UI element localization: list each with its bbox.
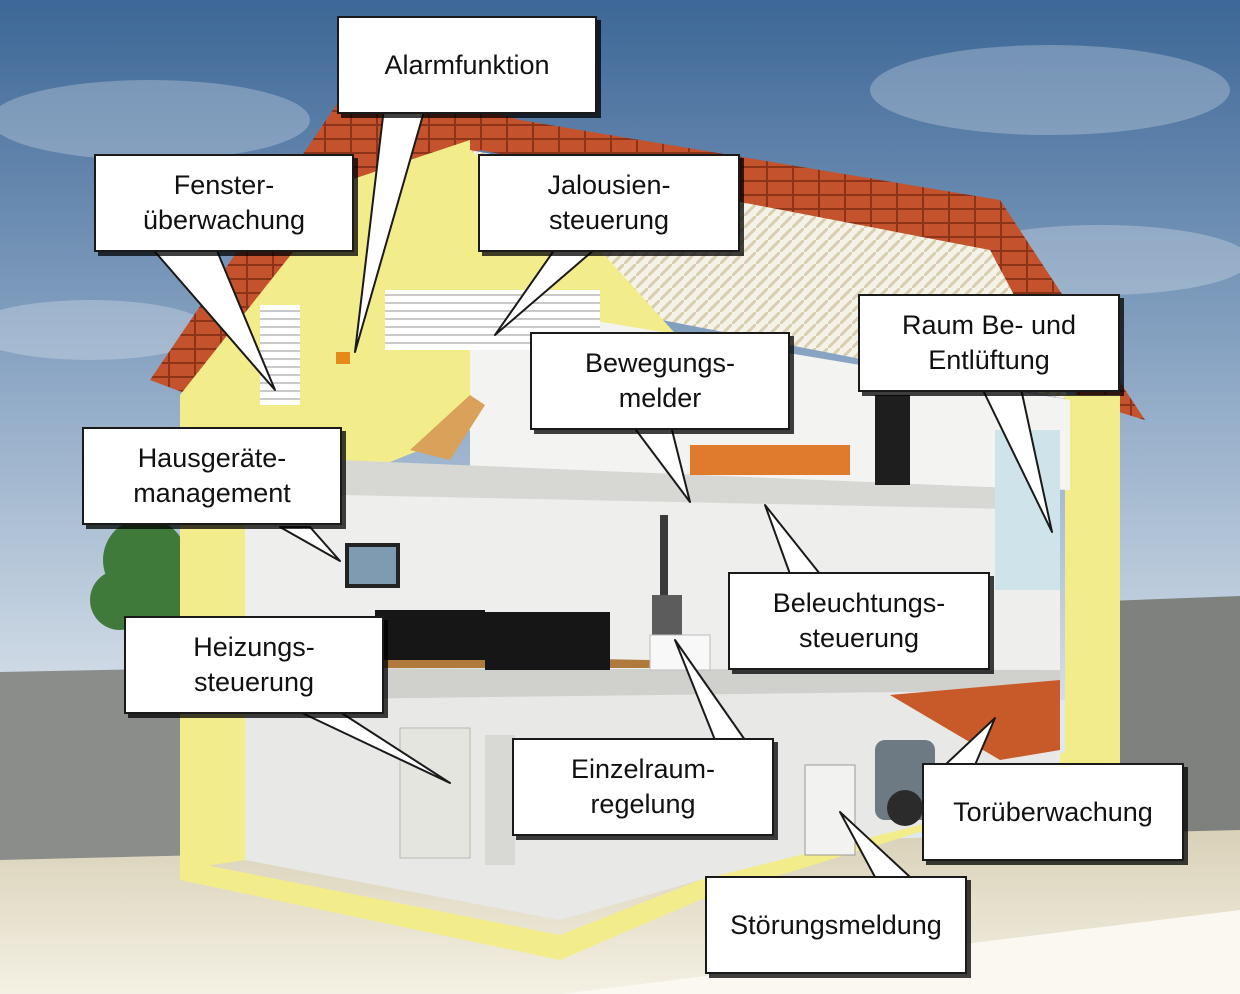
fence-wall	[0, 668, 200, 880]
callout-torueberwachung: Torüberwachung	[922, 763, 1184, 861]
callout-hausgeraetemanagement-label: Hausgeräte- management	[133, 443, 291, 508]
heating-boiler	[399, 727, 471, 859]
storage-tank	[485, 735, 515, 865]
deck-chair	[410, 395, 485, 460]
callout-fensterueberwachung-label: Fenster- überwachung	[142, 170, 306, 235]
sofa-right	[485, 612, 610, 670]
callout-stoerungsmeldung-label: Störungsmeldung	[730, 909, 942, 940]
shelf	[875, 395, 910, 485]
callout-einzelraumregelung-label: Einzelraum- regelung	[570, 754, 716, 819]
callout-pointers	[149, 107, 1053, 878]
callout-beleuchtungssteuerung: Beleuchtungs- steuerung	[728, 572, 990, 670]
callout-bewegungsmelder: Bewegungs- melder	[530, 332, 790, 430]
callout-einzelraumregelung: Einzelraum- regelung	[512, 738, 774, 836]
callout-bewegungsmelder-label: Bewegungs- melder	[584, 348, 736, 413]
callout-stoerungsmeldung: Störungsmeldung	[705, 876, 967, 974]
callout-torueberwachung-label: Torüberwachung	[953, 796, 1153, 827]
upper-slab	[340, 460, 1060, 510]
desk	[690, 445, 850, 475]
callout-raum-be-und-entlueftung-label: Raum Be- und Entlüftung	[901, 310, 1077, 375]
callout-fensterueberwachung: Fenster- überwachung	[94, 154, 354, 252]
callout-jalousiensteuerung-label: Jalousien- steuerung	[547, 170, 671, 235]
callout-hausgeraetemanagement: Hausgeräte- management	[82, 427, 342, 525]
callout-alarmfunktion-label: Alarmfunktion	[384, 49, 550, 80]
callout-alarmfunktion: Alarmfunktion	[337, 16, 597, 114]
right-wall	[1065, 395, 1120, 755]
callout-jalousiensteuerung: Jalousien- steuerung	[478, 154, 740, 252]
radiator	[649, 634, 711, 671]
tv-screen	[349, 547, 396, 584]
callout-heizungssteuerung: Heizungs- steuerung	[124, 616, 384, 714]
stove-pipe	[660, 515, 668, 595]
clouds	[0, 45, 1240, 360]
blinds-left	[260, 305, 300, 405]
stove	[652, 595, 682, 635]
garage-door	[890, 680, 1060, 760]
callout-heizungssteuerung-label: Heizungs- steuerung	[193, 632, 315, 697]
middle-slab	[245, 668, 1060, 700]
callout-raum-be-und-entlueftung: Raum Be- und Entlüftung	[858, 294, 1120, 392]
car	[875, 740, 935, 826]
sofa-left	[375, 610, 485, 660]
freezer	[804, 764, 856, 856]
callout-beleuchtungssteuerung-label: Beleuchtungs- steuerung	[772, 588, 946, 653]
alarm-light	[336, 352, 350, 364]
